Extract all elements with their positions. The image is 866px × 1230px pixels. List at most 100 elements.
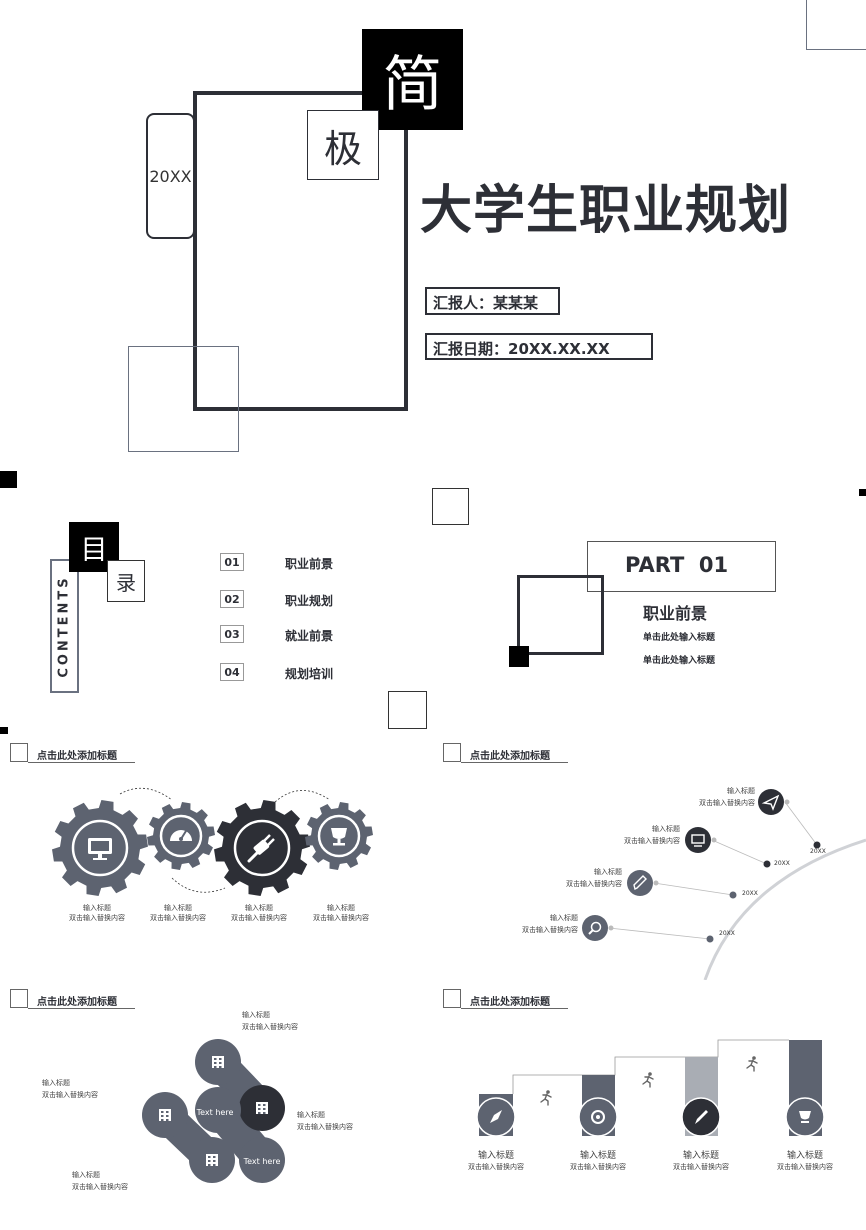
ji-block: 极 — [307, 110, 379, 180]
step-desc: 双击输入替换内容 — [673, 1163, 729, 1171]
pencil-icon[interactable] — [633, 875, 647, 891]
date-box — [425, 333, 653, 360]
gear-desc: 双击输入替换内容 — [313, 914, 369, 922]
timeline-year: 20XX — [774, 860, 790, 867]
monitor-icon — [88, 838, 112, 860]
timeline-title: 输入标题 — [550, 914, 578, 922]
gear-title: 输入标题 — [164, 904, 192, 912]
cover-main-frame — [193, 91, 408, 411]
slide-heading[interactable]: 点击此处添加标题 — [37, 751, 117, 762]
flower-label-desc: 双击输入替换内容 — [297, 1123, 353, 1131]
lu-char: 录 — [116, 570, 136, 595]
paper-plane-icon[interactable] — [761, 794, 780, 811]
timeline-dot — [706, 935, 714, 943]
toc-item-label[interactable]: 就业前景 — [285, 629, 334, 643]
steps-line — [512, 1039, 789, 1094]
flow-arrow — [171, 877, 226, 893]
toc-item-number-box[interactable]: 02 — [220, 590, 244, 608]
timeline-dot — [813, 841, 821, 849]
toc-item-label[interactable]: 规划培训 — [285, 667, 334, 681]
gear-title: 输入标题 — [327, 904, 355, 912]
heading-underline — [28, 762, 135, 763]
runner-icon — [746, 1056, 758, 1072]
timeline-title: 输入标题 — [594, 868, 622, 876]
timeline-title: 输入标题 — [652, 825, 680, 833]
part-sub2[interactable]: 单击此处输入标题 — [643, 656, 716, 666]
contents-frame: CONTENTS — [50, 559, 79, 693]
gear — [147, 802, 215, 870]
timeline-desc: 双击输入替换内容 — [522, 926, 578, 934]
toc-item-number-box[interactable]: 03 — [220, 625, 244, 643]
slide-heading[interactable]: 点击此处添加标题 — [470, 997, 550, 1008]
flower-center-text: Text here — [243, 1157, 281, 1166]
gear — [214, 800, 310, 896]
gear — [305, 802, 373, 870]
contents-text: CONTENTS — [57, 574, 72, 678]
heading-checkbox[interactable] — [10, 989, 28, 1008]
flower-label-desc: 双击输入替换内容 — [42, 1091, 98, 1099]
runner-icon — [540, 1090, 552, 1106]
timeline-year: 20XX — [810, 848, 826, 855]
slide3-corner-mark — [0, 727, 8, 734]
step-title: 输入标题 — [682, 1151, 719, 1161]
toc-item-label[interactable]: 职业规划 — [285, 594, 334, 608]
part-frame — [587, 541, 776, 592]
timeline-title: 输入标题 — [727, 787, 755, 795]
gear-title: 输入标题 — [83, 904, 111, 912]
timeline-desc: 双击输入替换内容 — [624, 837, 680, 845]
gear-desc: 双击输入替换内容 — [150, 914, 206, 922]
ji-char: 极 — [323, 126, 362, 171]
plug-icon — [247, 834, 275, 863]
timeline-dot — [729, 891, 737, 899]
flower-center-text: Text here — [196, 1108, 234, 1117]
mu-block: 目 — [69, 522, 119, 572]
gear-title: 输入标题 — [245, 904, 273, 912]
step-title: 输入标题 — [477, 1151, 514, 1161]
part-title: 职业前景 — [643, 604, 708, 623]
heading-checkbox[interactable] — [10, 743, 28, 762]
timeline-desc: 双击输入替换内容 — [699, 799, 755, 807]
year-text: 20XX — [149, 166, 192, 186]
heading-checkbox[interactable] — [443, 743, 461, 762]
flower-label-title: 输入标题 — [42, 1079, 70, 1087]
gear-graphic — [52, 787, 373, 896]
flower-label-desc: 双击输入替换内容 — [242, 1023, 298, 1031]
search-icon[interactable] — [588, 921, 602, 935]
trophy-icon — [799, 1111, 811, 1123]
toc-item-number-box[interactable]: 01 — [220, 553, 244, 571]
toc-corner-mark — [0, 471, 17, 488]
monitor-icon[interactable] — [691, 834, 705, 847]
rocket-icon — [490, 1110, 502, 1123]
part-square — [517, 575, 604, 655]
heading-checkbox[interactable] — [443, 989, 461, 1008]
heading-underline — [461, 762, 568, 763]
jian-char: 简 — [382, 50, 443, 120]
step-title: 输入标题 — [579, 1151, 616, 1161]
toc-top-square — [432, 488, 469, 525]
flower-petal — [195, 1087, 241, 1133]
mu-char: 目 — [80, 534, 108, 566]
cover-light-square — [128, 346, 239, 452]
timeline-year: 20XX — [742, 890, 758, 897]
step-desc: 双击输入替换内容 — [777, 1163, 833, 1171]
gear — [52, 800, 148, 896]
toc-item-label[interactable]: 职业前景 — [285, 557, 334, 571]
reporter-text: 汇报人：某某某 — [433, 294, 539, 312]
toc-item-number-box[interactable]: 04 — [220, 663, 244, 681]
corner-frame — [806, 0, 866, 50]
heading-underline — [461, 1008, 568, 1009]
flow-arrow — [119, 787, 173, 801]
heading-underline — [28, 1008, 135, 1009]
flower-label-title: 输入标题 — [72, 1171, 100, 1179]
slide-heading[interactable]: 点击此处添加标题 — [470, 751, 550, 762]
part-sub1[interactable]: 单击此处输入标题 — [643, 633, 716, 643]
timeline-arc — [703, 838, 866, 980]
flower-label-title: 输入标题 — [297, 1111, 325, 1119]
reporter-box — [425, 287, 560, 315]
slide-heading[interactable]: 点击此处添加标题 — [37, 997, 117, 1008]
step-desc: 双击输入替换内容 — [468, 1163, 524, 1171]
step-desc: 双击输入替换内容 — [570, 1163, 626, 1171]
flower-label-title: 输入标题 — [242, 1011, 270, 1019]
